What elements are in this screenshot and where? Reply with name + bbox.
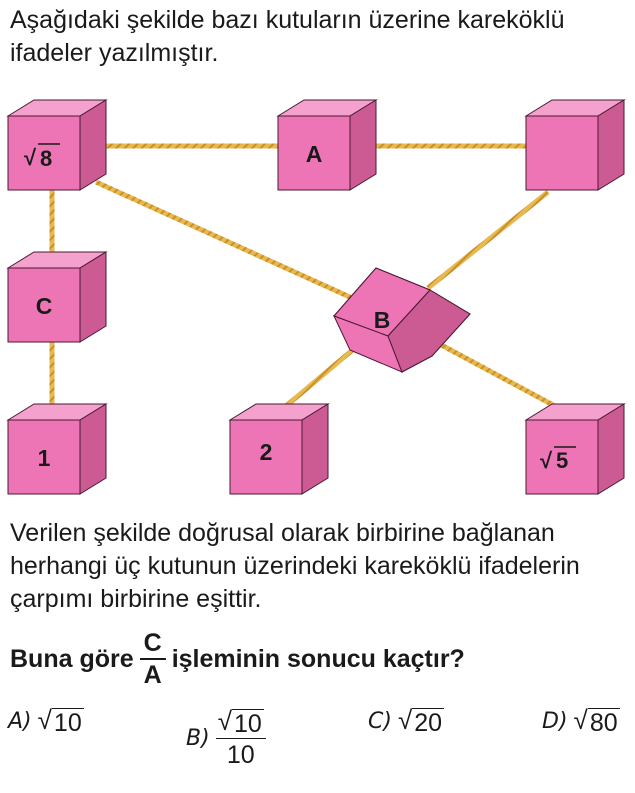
- box-A-label: A: [306, 141, 323, 167]
- svg-text:√: √: [24, 145, 37, 170]
- option-d-value: √80: [573, 705, 620, 737]
- question: Buna göre C A işleminin sonucu kaçtır?: [10, 628, 465, 690]
- radical-icon: √: [217, 706, 232, 736]
- box-2-label: 2: [260, 439, 273, 465]
- option-b-label: B): [186, 725, 210, 751]
- question-suffix: işleminin sonucu kaçtır?: [171, 644, 465, 673]
- description-text: Verilen şekilde doğrusal olarak birbirin…: [10, 519, 580, 613]
- box-2: 2: [228, 403, 330, 495]
- question-fraction: C A: [139, 628, 166, 690]
- question-numerator: C: [139, 628, 166, 660]
- box-sqrt8: √ 8: [6, 99, 108, 191]
- box-B: B: [333, 267, 471, 373]
- rope-B-sqrt5: [430, 337, 568, 415]
- box-A: A: [276, 99, 378, 191]
- radical-icon: √: [397, 705, 413, 735]
- ropes: [49, 143, 568, 415]
- box-1: 1: [6, 403, 108, 495]
- box-C: C: [6, 251, 108, 343]
- box-B-label: B: [374, 307, 391, 333]
- box-sqrt5-radicand: 5: [556, 448, 568, 473]
- radical-icon: √: [37, 705, 52, 735]
- box-C-label: C: [36, 293, 53, 319]
- option-d-label: D): [542, 708, 568, 734]
- box-diagram: √ 8 A C B 1: [6, 99, 626, 495]
- radical-icon: √: [573, 705, 588, 735]
- option-d[interactable]: D) √80: [542, 705, 620, 737]
- rope-sqrt8-B: [94, 179, 354, 301]
- option-c[interactable]: C) √20: [368, 705, 445, 737]
- rope-B-topright: [426, 190, 550, 290]
- option-b-value: √10 10: [215, 706, 266, 770]
- option-c-label: C): [368, 708, 392, 734]
- box-sqrt8-radicand: 8: [40, 146, 52, 171]
- question-prefix: Buna göre: [10, 644, 134, 673]
- option-c-value: √20: [397, 705, 445, 737]
- option-b[interactable]: B) √10 10: [186, 706, 266, 770]
- intro-text: Aşağıdaki şekilde bazı kutuların üzerine…: [10, 6, 565, 67]
- svg-text:√: √: [540, 448, 553, 473]
- box-top-right: [524, 99, 626, 191]
- rope-B-2: [284, 340, 364, 408]
- option-a[interactable]: A) √10: [8, 705, 84, 737]
- box-1-label: 1: [38, 445, 51, 471]
- question-denominator: A: [143, 661, 162, 689]
- box-sqrt5: √ 5: [524, 403, 626, 495]
- option-a-value: √10: [37, 705, 84, 737]
- option-a-label: A): [8, 708, 32, 734]
